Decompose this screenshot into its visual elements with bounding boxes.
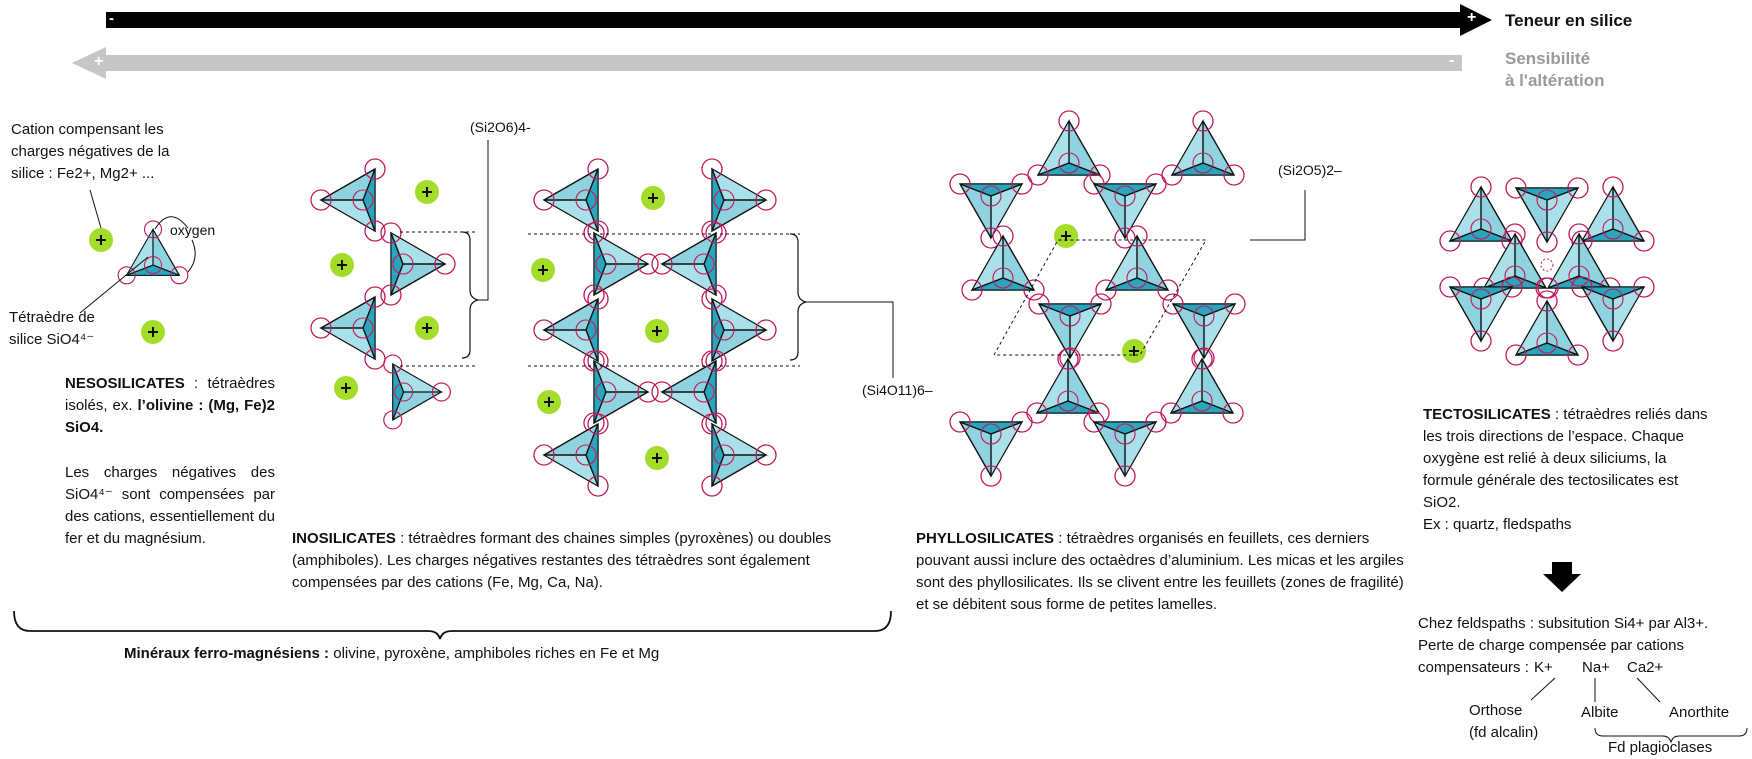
tetrahedron-note: Tétraèdre de silice SiO4⁴⁻ (9, 309, 95, 348)
tecto-framework (1439, 176, 1655, 366)
albite-label: Albite (1581, 704, 1619, 721)
ino-simple-formula: (Si2O6)4- (470, 119, 531, 135)
cation-k: K+ (1534, 659, 1553, 676)
ino-single-chain (310, 140, 489, 430)
cation-ca: Ca2+ (1627, 659, 1664, 676)
phyllo-description: PHYLLOSILICATES : tétraèdres organisés e… (916, 530, 1404, 613)
silica-label: Teneur en silice (1505, 11, 1633, 30)
ino-double-formula: (Si4O11)6– (862, 382, 933, 398)
alteration-minus-sign: - (1449, 52, 1455, 69)
feldspar-substitution: Chez feldspaths : subsitution Si4+ par A… (1418, 615, 1709, 676)
silica-minus-sign: - (109, 10, 114, 27)
neso-description: NESOSILICATES : tétraèdres isolés, ex. l… (65, 375, 275, 436)
anorthite-label: Anorthite (1669, 704, 1730, 721)
alteration-label: Sensibilité à l'altération (1505, 49, 1605, 90)
phyllo-formula: (Si2O5)2– (1278, 162, 1342, 178)
silica-arrow (106, 4, 1492, 36)
tecto-example: Ex : quartz, fledspaths (1423, 516, 1572, 533)
ferro-brace (13, 610, 892, 640)
ino-description: INOSILICATES : tétraèdres formant des ch… (292, 530, 832, 591)
ferro-magnesian-line: Minéraux ferro-magnésiens : olivine, pyr… (124, 645, 660, 662)
silica-plus-sign: + (1467, 9, 1477, 26)
cation-na: Na+ (1582, 659, 1610, 676)
neso-structure (79, 189, 196, 345)
alteration-plus-sign: + (94, 53, 104, 70)
feldspar-branches (1530, 677, 1748, 744)
tecto-description: TECTOSILICATES : tétraèdres reliés dans … (1423, 406, 1708, 511)
orthose-label: Orthose (fd alcalin) (1469, 702, 1539, 741)
neso-charges-note: Les charges négatives des SiO4⁴⁻ sont co… (65, 464, 275, 547)
phyllo-sheet (949, 110, 1306, 487)
ino-double-chain (528, 158, 894, 497)
feldspar-down-arrow (1543, 562, 1581, 592)
oxygen-label: oxygen (170, 222, 216, 238)
cation-note: Cation compensant les charges négatives … (11, 121, 170, 182)
alteration-arrow (72, 47, 1462, 79)
plagioclase-label: Fd plagioclases (1608, 739, 1713, 756)
